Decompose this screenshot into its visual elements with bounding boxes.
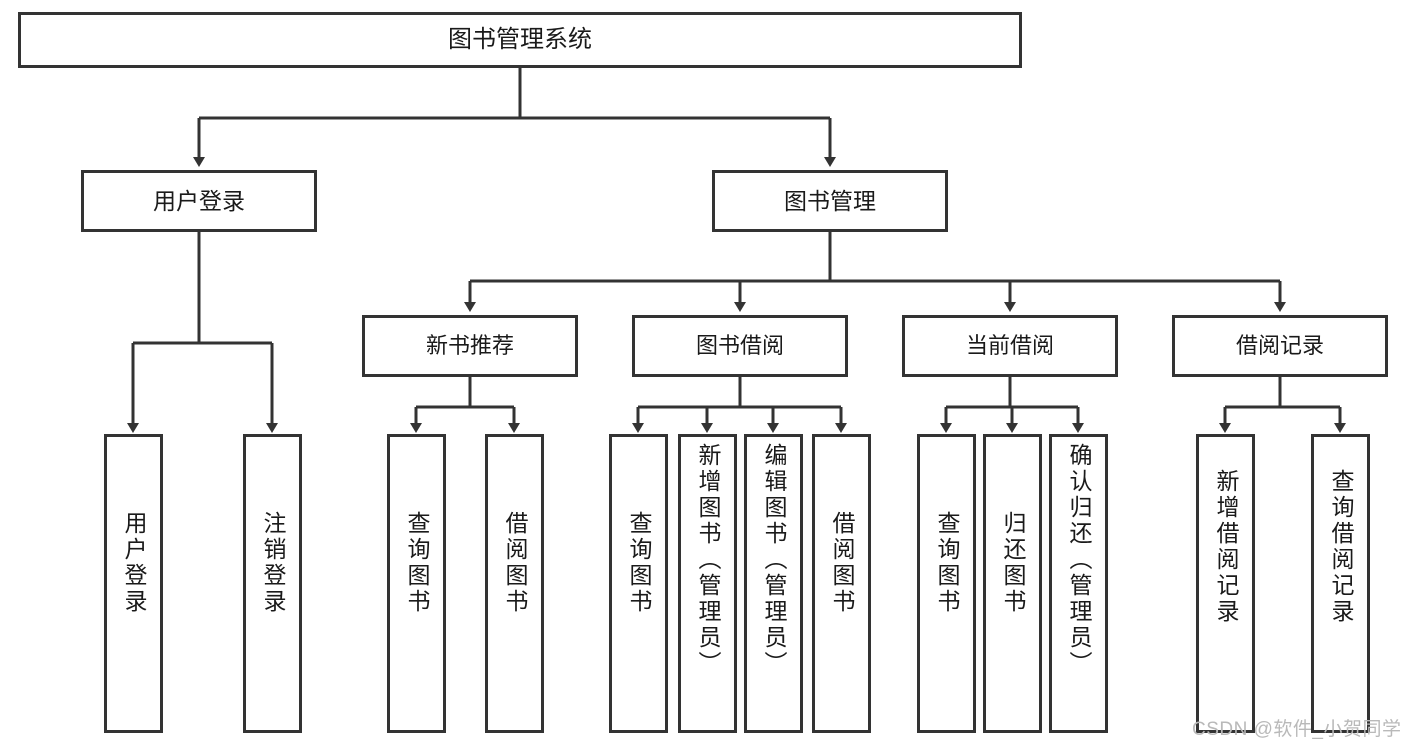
leaf-new-book-borrow-label: 借阅图书 [502,511,528,615]
node-borrow-record-label: 借阅记录 [1235,333,1324,359]
leaf-borrow-query-book-label: 查询图书 [626,511,652,615]
leaf-user-login-signin[interactable]: 用户登录 [104,434,163,733]
leaf-borrow-query-book[interactable]: 查询图书 [609,434,668,733]
node-book-borrow-label: 图书借阅 [695,333,784,359]
node-current-borrow-label: 当前借阅 [965,333,1054,359]
node-user-login[interactable]: 用户登录 [81,170,317,232]
leaf-borrow-edit-book[interactable]: 编辑图书（管理员） [744,434,803,733]
leaf-current-confirm-return[interactable]: 确认归还（管理员） [1049,434,1108,733]
leaf-new-book-query-label: 查询图书 [404,511,430,615]
node-book-borrow[interactable]: 图书借阅 [632,315,848,377]
leaf-new-book-borrow[interactable]: 借阅图书 [485,434,544,733]
leaf-borrow-add-book[interactable]: 新增图书（管理员） [678,434,737,733]
node-user-login-label: 用户登录 [153,187,245,214]
leaf-current-query-book[interactable]: 查询图书 [917,434,976,733]
leaf-current-return-book-label: 归还图书 [1000,511,1026,615]
node-current-borrow[interactable]: 当前借阅 [902,315,1118,377]
node-book-management[interactable]: 图书管理 [712,170,948,232]
node-root-label: 图书管理系统 [448,26,592,54]
leaf-record-query[interactable]: 查询借阅记录 [1311,434,1370,733]
leaf-record-add[interactable]: 新增借阅记录 [1196,434,1255,733]
leaf-user-login-signin-label: 用户登录 [121,511,147,615]
node-new-book-recommend-label: 新书推荐 [425,333,514,359]
leaf-borrow-borrow-book-label: 借阅图书 [829,511,855,615]
node-root[interactable]: 图书管理系统 [18,12,1022,68]
csdn-watermark: CSDN @软件_小贺同学 [1192,719,1402,740]
leaf-user-login-signout-label: 注销登录 [260,511,286,615]
node-borrow-record[interactable]: 借阅记录 [1172,315,1388,377]
leaf-borrow-add-book-label: 新增图书（管理员） [695,443,721,677]
leaf-current-confirm-return-label: 确认归还（管理员） [1066,443,1092,677]
leaf-user-login-signout[interactable]: 注销登录 [243,434,302,733]
leaf-current-return-book[interactable]: 归还图书 [983,434,1042,733]
node-new-book-recommend[interactable]: 新书推荐 [362,315,578,377]
leaf-record-query-label: 查询借阅记录 [1328,469,1354,625]
leaf-new-book-query[interactable]: 查询图书 [387,434,446,733]
leaf-borrow-edit-book-label: 编辑图书（管理员） [761,443,787,677]
leaf-record-add-label: 新增借阅记录 [1213,469,1239,625]
node-book-management-label: 图书管理 [784,187,876,214]
leaf-borrow-borrow-book[interactable]: 借阅图书 [812,434,871,733]
leaf-current-query-book-label: 查询图书 [934,511,960,615]
